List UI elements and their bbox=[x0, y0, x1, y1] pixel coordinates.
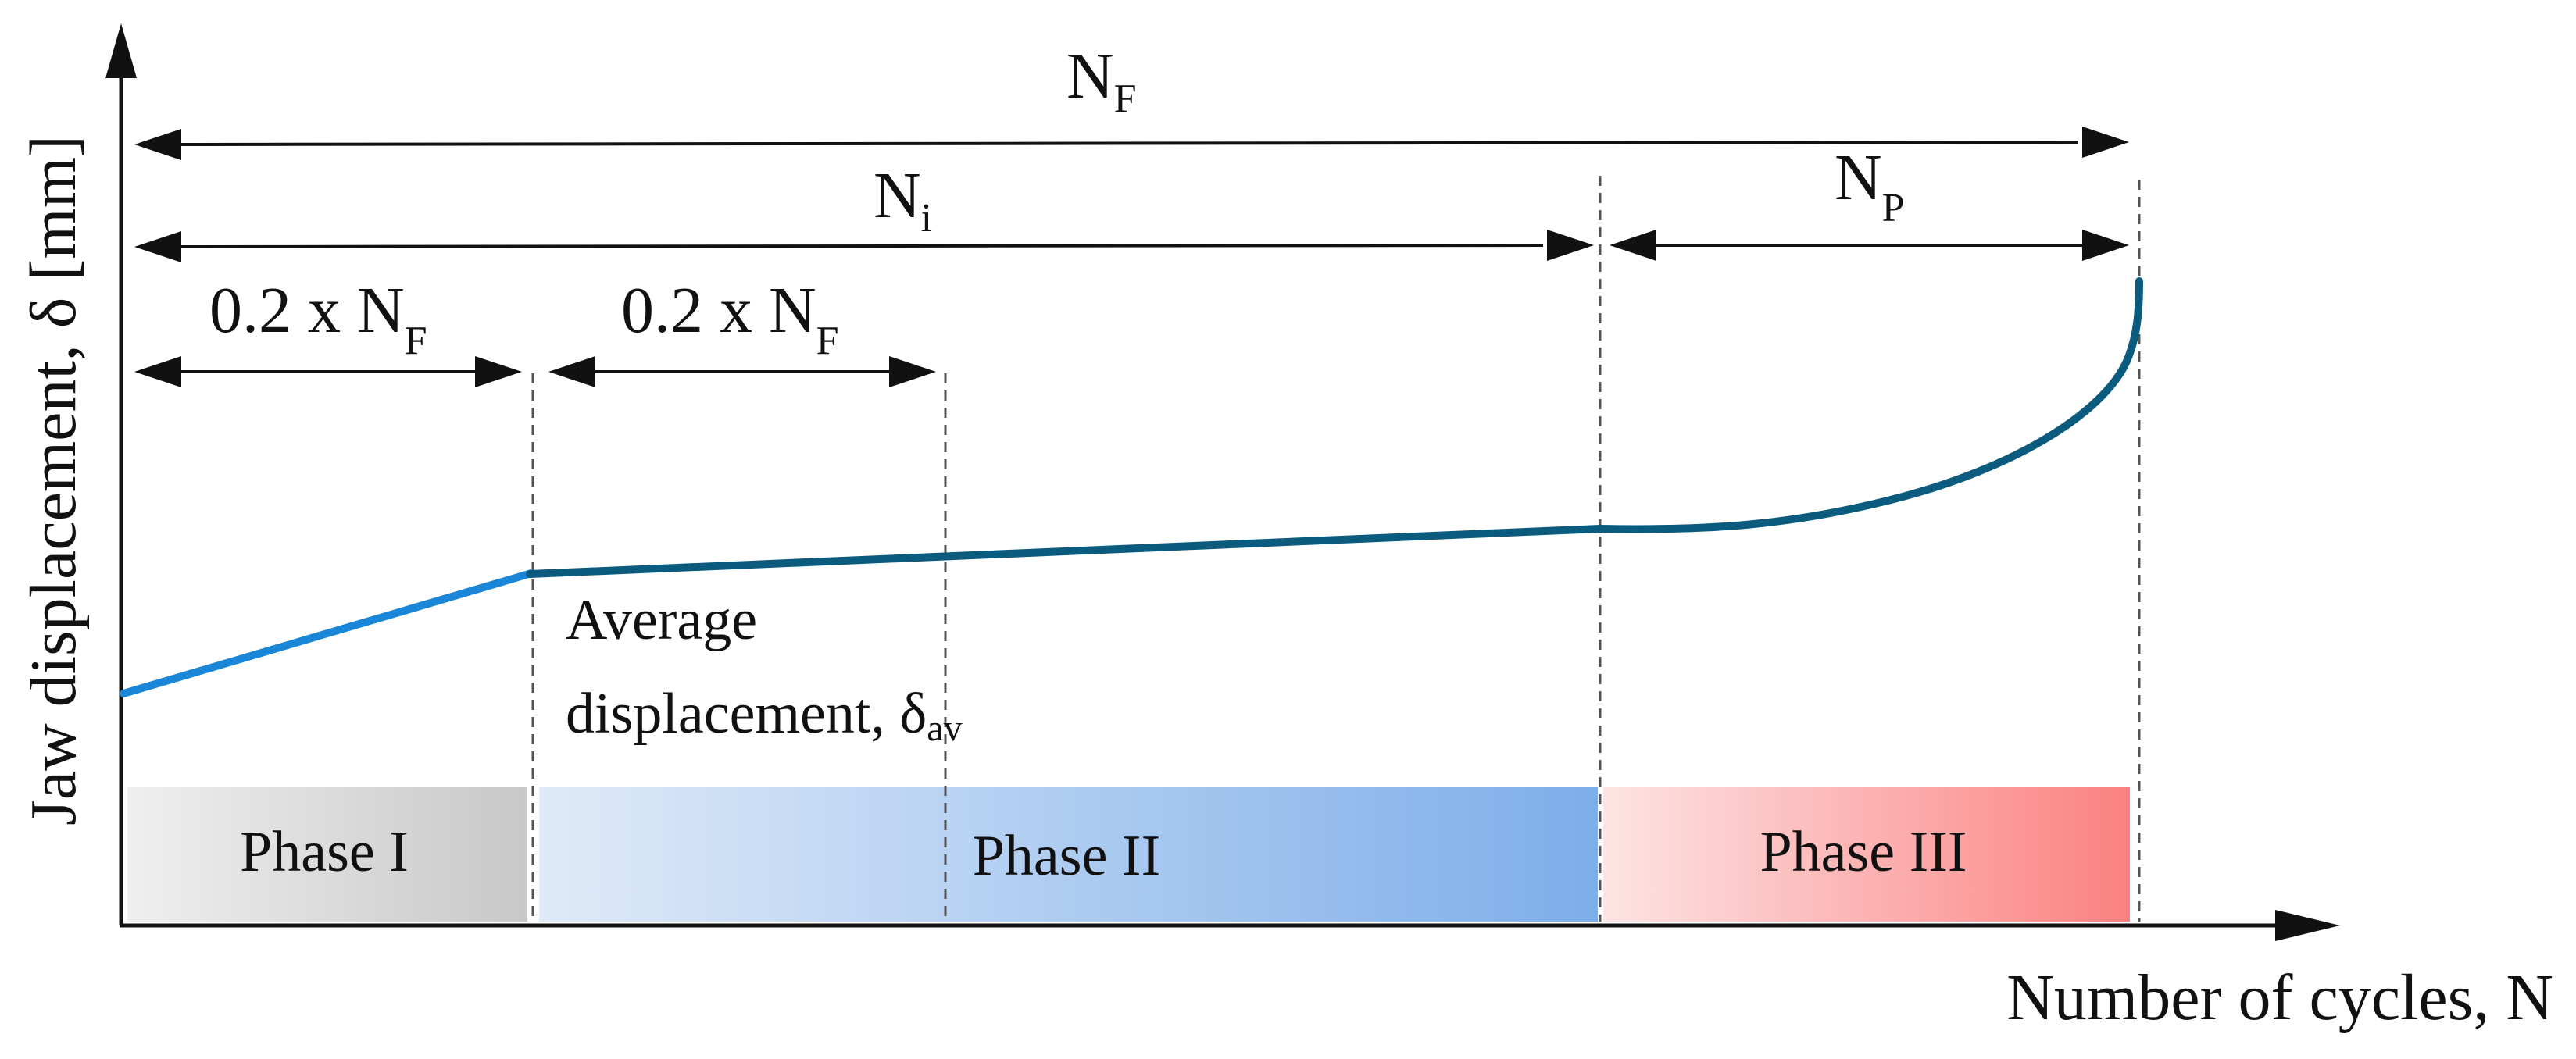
phase-1-band bbox=[127, 787, 527, 922]
span2-label-main: 0.2 x N bbox=[621, 274, 816, 347]
np-label: NP bbox=[1835, 141, 1905, 230]
phase-2-label: Phase II bbox=[973, 824, 1160, 888]
x-axis-label: Number of cycles, N bbox=[2006, 961, 2553, 1034]
average-displacement-line1: Average bbox=[566, 588, 757, 652]
nf-label-main: N bbox=[1066, 40, 1114, 112]
span2-label: 0.2 x NF bbox=[621, 274, 839, 363]
np-label-main: N bbox=[1835, 141, 1882, 214]
span2-arrowhead-left bbox=[548, 356, 595, 387]
ni-arrow-line bbox=[171, 244, 1544, 248]
axes bbox=[105, 23, 2340, 941]
average-displacement-sub: av bbox=[927, 708, 962, 749]
ni-label: Ni bbox=[874, 159, 932, 241]
span1-label-sub: F bbox=[405, 319, 427, 363]
span1-arrowhead-left bbox=[134, 356, 181, 387]
nf-arrow-line bbox=[171, 141, 2079, 146]
x-axis-arrowhead bbox=[2275, 910, 2340, 941]
ni-arrowhead-left bbox=[134, 231, 181, 262]
span2-label-sub: F bbox=[816, 319, 839, 363]
phase-2-band bbox=[539, 787, 1598, 922]
phase-3-band bbox=[1603, 787, 2130, 922]
span1-label-main: 0.2 x N bbox=[209, 274, 405, 347]
phase-3-label: Phase III bbox=[1760, 820, 1967, 884]
np-arrowhead-right bbox=[2082, 230, 2129, 261]
np-label-sub: P bbox=[1882, 186, 1905, 230]
nf-arrowhead-left bbox=[134, 129, 181, 160]
y-axis-label: Jaw displacement, δ [mm] bbox=[17, 135, 90, 825]
span1-label: 0.2 x NF bbox=[209, 274, 427, 363]
nf-arrowhead-right bbox=[2082, 127, 2129, 158]
span2-arrowhead-right bbox=[889, 356, 936, 387]
ni-arrowhead-right bbox=[1547, 230, 1594, 261]
np-arrowhead-left bbox=[1610, 230, 1656, 261]
average-displacement-main: displacement, δ bbox=[566, 682, 927, 746]
nf-label-sub: F bbox=[1114, 77, 1137, 121]
phase-1-label: Phase I bbox=[240, 820, 409, 884]
ni-label-sub: i bbox=[921, 196, 932, 241]
ni-label-main: N bbox=[874, 159, 921, 232]
span1-arrowhead-right bbox=[475, 356, 522, 387]
nf-label: NF bbox=[1066, 40, 1137, 121]
y-axis-arrowhead bbox=[105, 23, 137, 78]
phase-1-displacement-line bbox=[120, 569, 535, 697]
dimension-arrows bbox=[134, 127, 2129, 387]
displacement-curve bbox=[526, 277, 2143, 578]
average-displacement-line2: displacement, δav bbox=[566, 682, 963, 749]
